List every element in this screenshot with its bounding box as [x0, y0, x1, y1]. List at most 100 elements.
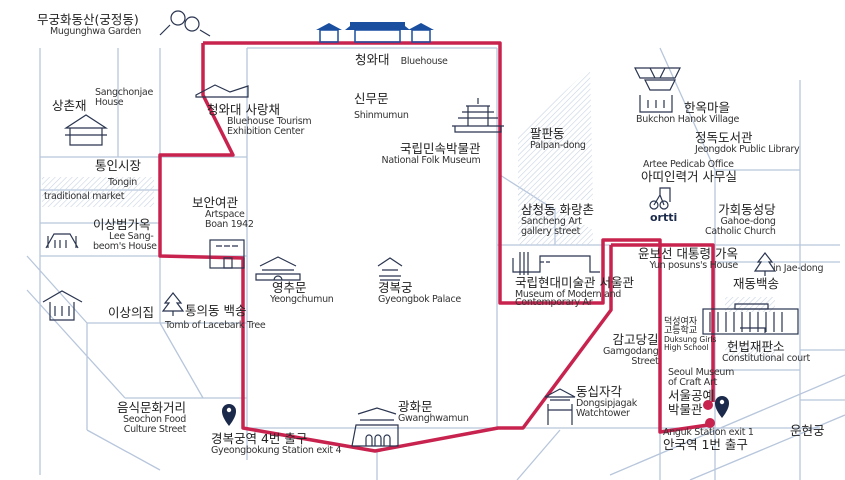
- lacebark-pine-tree-icon: [161, 292, 185, 316]
- tour-route: [158, 41, 715, 453]
- label-ko: 한옥마을: [684, 100, 731, 115]
- label-en: Sangchonjae House: [95, 87, 153, 109]
- label-ko: 정독도서관: [695, 130, 753, 145]
- pedicab-icon: [649, 187, 671, 210]
- label-ko: 가회동성당: [718, 202, 776, 217]
- label-en: Boan 1942: [205, 219, 254, 231]
- label-en: National Folk Museum: [381, 154, 481, 166]
- place-sangchonjae[interactable]: 상촌재: [52, 96, 87, 114]
- gwanghwamun-gate-icon: [351, 407, 399, 447]
- gyeongbokgung-station-pin-icon: [222, 404, 236, 426]
- label-en: Watchtower: [576, 408, 630, 420]
- sarangchae-icon: [195, 84, 249, 98]
- label-en: Gamgodang: [603, 345, 659, 357]
- artspace-building-icon: [209, 239, 245, 269]
- label-ko: 경복궁: [378, 280, 413, 295]
- label-en: Bukchon Hanok Village: [636, 113, 740, 125]
- label-en: Sancheng Art: [521, 215, 582, 227]
- label-ko: 팔판동: [530, 126, 565, 141]
- anguk-station-pin-icon: [715, 396, 729, 418]
- label-en: Dongsipjagak: [576, 397, 638, 409]
- label-ko: 통인시장: [95, 158, 142, 173]
- label-en: beom's House: [93, 241, 157, 253]
- label-ko: 운현궁: [790, 423, 825, 438]
- jaedong-pine-tree-icon: [753, 252, 777, 276]
- place-unhyeongung[interactable]: 운현궁: [790, 421, 825, 439]
- roads: [26, 47, 845, 480]
- label-ko: 보안여관: [192, 195, 239, 210]
- label-ko: 덕성여자: [664, 317, 698, 327]
- label-ko: 청와대 사랑채: [207, 102, 280, 117]
- place-tongin-market[interactable]: 통인시장: [95, 159, 141, 173]
- label-ko: 박물관: [668, 401, 703, 417]
- label-en: Seochon Food: [123, 413, 187, 425]
- label-en: Mugunghwa Garden: [50, 25, 141, 37]
- label-en: Gwanghwamun: [398, 412, 469, 424]
- label-ko: 국립현대미술관 서울관: [515, 275, 634, 290]
- lee-house-icon: [45, 233, 79, 249]
- label-en: Catholic Church: [705, 226, 776, 238]
- place-mugunghwa-garden[interactable]: 무궁화동산(궁정동)Mugunghwa Garden: [37, 13, 141, 37]
- place-jaedong-pine[interactable]: in Jae-dong: [773, 263, 824, 274]
- label-en: Bluehouse: [400, 56, 448, 67]
- yi-sang-house-icon: [42, 290, 83, 321]
- label-ko: 경복궁역 4번 출구: [211, 431, 308, 446]
- ortti-logo: ortti: [650, 211, 678, 224]
- dongsipjagak-watchtower-icon: [544, 388, 576, 425]
- label-en: Bluehouse Tourism: [227, 115, 312, 127]
- label-ko: 청와대: [355, 52, 390, 67]
- label-ko: 동십자각: [576, 384, 623, 399]
- label-en: High School: [664, 342, 709, 352]
- label-en: in Jae-dong: [773, 263, 824, 274]
- label-en: Exhibition Center: [227, 126, 305, 138]
- label-en: Yeongchumun: [270, 293, 334, 305]
- label-ko: 고등학교: [664, 326, 698, 336]
- label-ko: 이상범가옥: [93, 217, 151, 232]
- label-en: of Craft Art: [668, 377, 717, 389]
- label-en: traditional market: [44, 191, 125, 202]
- label-ko: 상촌재: [52, 98, 87, 113]
- label-ko: 광화문: [398, 399, 433, 414]
- label-ko: 신무문: [354, 91, 389, 106]
- place-yi-sang-house[interactable]: 이상의집: [108, 303, 154, 321]
- label-en: Jeongdok Public Library: [695, 143, 800, 155]
- label-en: Culture Street: [123, 424, 187, 436]
- label-en: Duksung Girls: [664, 335, 717, 344]
- label-en: Museum of Modern and: [515, 288, 622, 300]
- route-stop-dot: [703, 400, 713, 410]
- label-ko: 윤보선 대통령 가옥: [638, 246, 738, 261]
- label-ko: 안국역 1번 출구: [663, 437, 748, 453]
- label-en: Lee Sang-: [109, 230, 154, 242]
- route-stop-dot: [705, 418, 715, 428]
- label-en: Tongin: [108, 177, 137, 188]
- label-ko: 서울공예: [668, 387, 715, 403]
- hatched-areas: [42, 68, 775, 360]
- place-bluehouse[interactable]: 청와대 Bluehouse: [355, 50, 448, 68]
- gyeongbokgung-icon: [377, 257, 403, 281]
